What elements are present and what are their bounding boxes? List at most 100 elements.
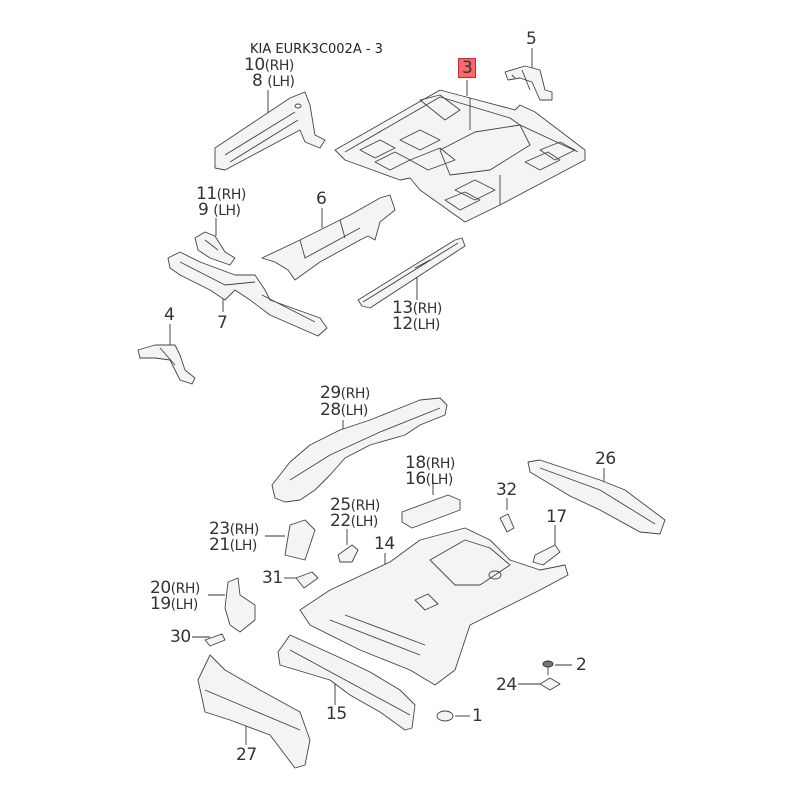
callout-17[interactable]: 17: [546, 508, 567, 526]
callout-15[interactable]: 15: [326, 705, 347, 723]
callout-number: 9: [198, 200, 209, 220]
callout-19-lh[interactable]: 19(LH): [150, 595, 198, 614]
callout-number: 10: [244, 55, 265, 75]
callout-number: 23: [209, 519, 230, 539]
part-3-front-floor-panel[interactable]: [334, 89, 586, 223]
callout-23-rh[interactable]: 23(RH): [209, 520, 259, 539]
part-26-crossmember[interactable]: [527, 459, 666, 535]
callout-side: (RH): [425, 456, 456, 472]
callout-number: 19: [150, 594, 171, 614]
callout-side: (LH): [267, 74, 295, 90]
callout-14[interactable]: 14: [374, 535, 395, 553]
callout-2[interactable]: 2: [576, 656, 587, 674]
callout-31[interactable]: 31: [262, 569, 283, 587]
part-25-22-bracket[interactable]: [337, 544, 359, 563]
callout-side: (RH): [350, 498, 381, 514]
callout-9-lh[interactable]: 9 (LH): [198, 201, 241, 220]
callout-number: 15: [326, 704, 347, 724]
part-31-plate[interactable]: [295, 571, 319, 589]
callout-27[interactable]: 27: [236, 746, 257, 764]
callout-4[interactable]: 4: [164, 305, 175, 325]
callout-number: 31: [262, 568, 283, 588]
part-29-28-rear-side-member[interactable]: [271, 397, 448, 503]
callout-11-rh[interactable]: 11(RH): [196, 185, 246, 204]
part-14-rear-floor-panel[interactable]: [299, 527, 569, 686]
part-2-clip[interactable]: [542, 660, 554, 675]
callout-10-rh[interactable]: 10(RH): [244, 56, 294, 75]
callout-number: 26: [595, 449, 616, 469]
part-32-bracket[interactable]: [499, 513, 515, 533]
part-5-bracket[interactable]: [504, 65, 553, 101]
callout-number: 28: [320, 400, 341, 420]
callout-13-rh[interactable]: 13(RH): [392, 299, 442, 318]
part-17-bracket[interactable]: [532, 544, 561, 566]
callout-number: 32: [496, 480, 517, 500]
callout-29-rh[interactable]: 29(RH): [320, 384, 370, 403]
callout-21-lh[interactable]: 21(LH): [209, 536, 257, 555]
callout-28-lh[interactable]: 28(LH): [320, 401, 368, 420]
diagram-title: KIA EURK3C002A - 3: [250, 42, 383, 57]
part-4-bracket[interactable]: [137, 344, 196, 385]
callout-18-rh[interactable]: 18(RH): [405, 454, 455, 473]
callout-5[interactable]: 5: [526, 29, 537, 49]
part-13-12-side-sill[interactable]: [357, 237, 466, 309]
callout-22-lh[interactable]: 22(LH): [330, 512, 378, 531]
callout-side: (RH): [264, 58, 295, 74]
part-30-plate[interactable]: [204, 633, 226, 647]
part-23-21-bracket[interactable]: [284, 519, 316, 561]
callout-25-rh[interactable]: 25(RH): [330, 496, 380, 515]
callout-number: 30: [170, 627, 191, 647]
callout-side: (LH): [213, 203, 241, 219]
part-7-front-member[interactable]: [167, 251, 328, 337]
callout-number: 16: [405, 469, 426, 489]
part-11-9-bracket[interactable]: [194, 231, 236, 266]
callout-number: 12: [392, 314, 413, 334]
callout-side: (LH): [229, 538, 258, 554]
callout-side: (LH): [412, 317, 441, 333]
callout-8-lh[interactable]: 8 (LH): [252, 72, 295, 91]
part-20-19-bracket[interactable]: [224, 577, 256, 633]
callout-20-rh[interactable]: 20(RH): [150, 579, 200, 598]
callout-side: (LH): [350, 514, 379, 530]
part-27-rear-panel[interactable]: [197, 654, 311, 769]
part-1-plug[interactable]: [436, 710, 454, 722]
callout-side: (LH): [340, 403, 369, 419]
callout-number: 17: [546, 507, 567, 527]
callout-number: 13: [392, 298, 413, 318]
callout-number: 14: [374, 534, 395, 554]
callout-number: 1: [472, 706, 483, 726]
callout-side: (RH): [340, 386, 371, 402]
callout-number: 29: [320, 383, 341, 403]
callout-26[interactable]: 26: [595, 450, 616, 468]
callout-1[interactable]: 1: [472, 706, 483, 726]
part-18-16-plate[interactable]: [401, 494, 461, 529]
part-24-bolt[interactable]: [539, 677, 561, 691]
callout-7[interactable]: 7: [217, 313, 228, 333]
callout-3-highlighted[interactable]: 3: [458, 58, 477, 78]
callout-24[interactable]: 24: [496, 676, 517, 694]
callout-number: 21: [209, 535, 230, 555]
callout-side: (RH): [216, 187, 247, 203]
callout-12-lh[interactable]: 12(LH): [392, 315, 440, 334]
callout-side: (RH): [229, 522, 260, 538]
callout-side: (RH): [170, 581, 201, 597]
callout-number: 3: [462, 58, 473, 78]
callout-6[interactable]: 6: [316, 190, 327, 208]
callout-number: 4: [164, 305, 175, 325]
callout-30[interactable]: 30: [170, 628, 191, 646]
callout-number: 25: [330, 495, 351, 515]
callout-number: 24: [496, 675, 517, 695]
callout-number: 18: [405, 453, 426, 473]
callout-side: (RH): [412, 301, 443, 317]
callout-number: 7: [217, 313, 228, 333]
callout-number: 20: [150, 578, 171, 598]
callout-number: 5: [526, 29, 537, 49]
part-10-8-side-member[interactable]: [214, 91, 326, 171]
callout-32[interactable]: 32: [496, 481, 517, 499]
part-6-tunnel-reinforcement[interactable]: [261, 194, 396, 281]
callout-side: (LH): [170, 597, 199, 613]
callout-number: 11: [196, 184, 217, 204]
part-15-rear-crossmember[interactable]: [277, 634, 416, 731]
callout-16-lh[interactable]: 16(LH): [405, 470, 453, 489]
